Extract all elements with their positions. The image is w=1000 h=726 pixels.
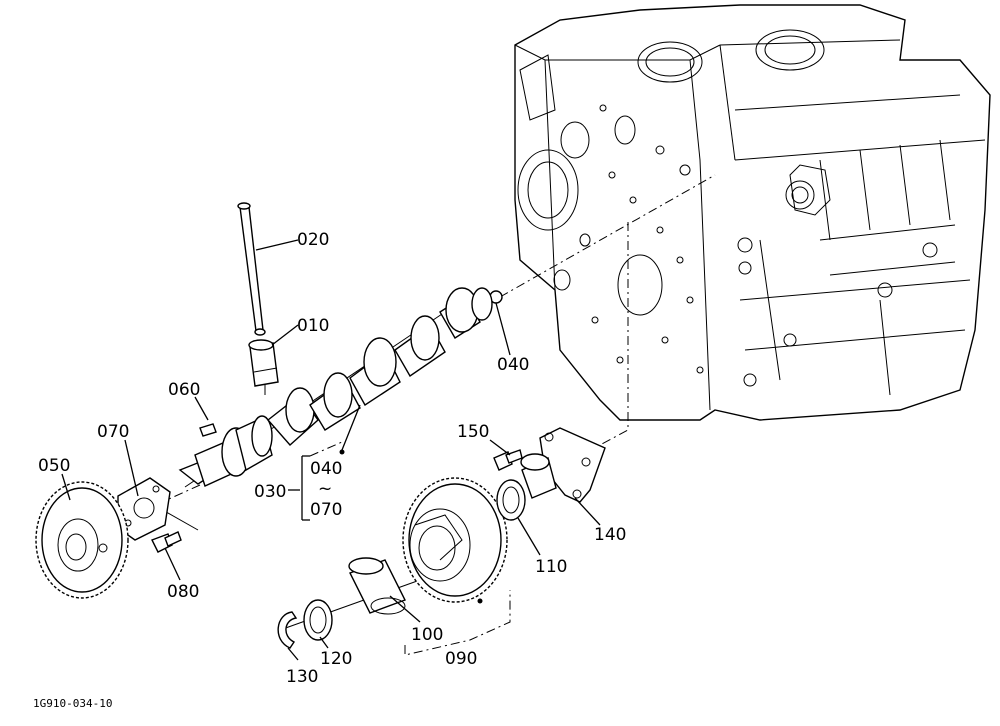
callout-150: 150: [457, 422, 489, 442]
callout-130: 130: [286, 667, 318, 687]
callout-090: 090: [445, 649, 477, 669]
callout-120: 120: [320, 649, 352, 669]
callout-080: 080: [167, 582, 199, 602]
collar-110: [496, 479, 526, 521]
document-id: 1G910-034-10: [33, 697, 112, 710]
washer-120: [303, 599, 333, 641]
key: [199, 423, 217, 437]
callout-030: 030: [254, 482, 286, 502]
bolt-150: [493, 449, 523, 471]
callout-070: 070: [97, 422, 129, 442]
tappet: [248, 339, 279, 387]
idle-shaft: [520, 427, 606, 503]
range-separator: ~: [318, 479, 332, 499]
callout-110: 110: [535, 557, 567, 577]
callout-060: 060: [168, 380, 200, 400]
callout-140: 140: [594, 525, 626, 545]
callout-040: 040: [497, 355, 529, 375]
callout-010: 010: [297, 316, 329, 336]
range-to: 070: [310, 500, 342, 520]
bolt-080: [151, 531, 182, 553]
camshaft: [178, 287, 493, 487]
cam-gear: [35, 481, 129, 599]
snap-ring: [277, 611, 298, 649]
leader-lines: [61, 239, 601, 661]
idle-bushing: [348, 557, 406, 615]
engine-block: [514, 4, 991, 421]
range-from: 040: [310, 459, 342, 479]
callout-020: 020: [297, 230, 329, 250]
callout-labels: 020 010 060 070 050 080 040 030 040 ~ 07…: [38, 230, 626, 687]
idle-gear: [402, 477, 508, 603]
callout-100: 100: [411, 625, 443, 645]
push-rod: [237, 202, 266, 336]
callout-050: 050: [38, 456, 70, 476]
